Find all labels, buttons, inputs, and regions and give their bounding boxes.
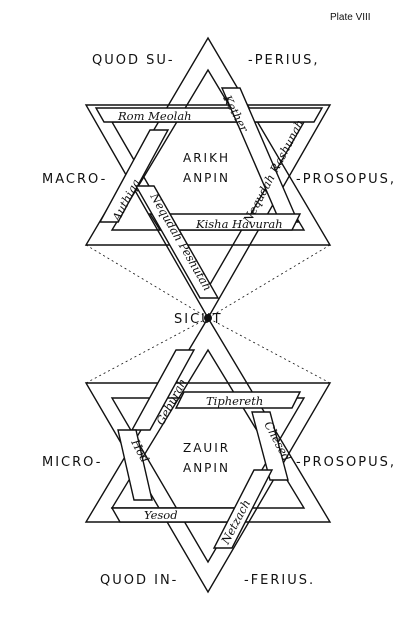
lower-left-label: MICRO- <box>42 455 102 470</box>
upper-band-bottom-text: Kisha Havurah <box>195 217 283 231</box>
lower-bottom-right-label: -FERIUS. <box>244 573 315 588</box>
lower-band-top-left <box>130 349 196 431</box>
upper-top-right-label: -PERIUS, <box>248 53 320 68</box>
sicut-label: SICUT <box>174 312 223 327</box>
upper-hexagram <box>84 36 332 320</box>
upper-band-right <box>220 87 300 223</box>
upper-center-line1: ARIKH <box>183 151 230 165</box>
upper-down-triangle <box>84 104 332 320</box>
lower-bottom-left-label: QUOD IN- <box>100 573 178 588</box>
upper-band-bottom <box>148 213 302 231</box>
upper-band-center <box>134 185 220 299</box>
plate-label: Plate VIII <box>330 12 371 23</box>
lower-right-label: -PROSOPUS, <box>296 455 396 470</box>
upper-left-label: MACRO- <box>42 172 107 187</box>
upper-right-label: -PROSOPUS, <box>296 172 396 187</box>
upper-top-left-label: QUOD SU- <box>92 53 175 68</box>
lower-hexagram <box>84 316 332 594</box>
lower-band-left <box>117 429 153 501</box>
lower-band-right <box>251 411 289 481</box>
lower-band-bottom-text: Yesod <box>144 508 178 522</box>
lower-band-top <box>174 391 302 409</box>
upper-center-line2: ANPIN <box>183 171 230 185</box>
lower-band-top-text: Tiphereth <box>206 394 263 408</box>
lower-band-bottom-right <box>212 469 274 549</box>
lower-center-line1: ZAUIR <box>183 441 230 455</box>
upper-band-center-text: Nequdah Peshutah <box>147 190 215 294</box>
upper-band-left <box>98 129 170 223</box>
upper-band-top-text: Rom Meolah <box>117 109 192 123</box>
lower-center-line2: ANPIN <box>183 461 230 475</box>
